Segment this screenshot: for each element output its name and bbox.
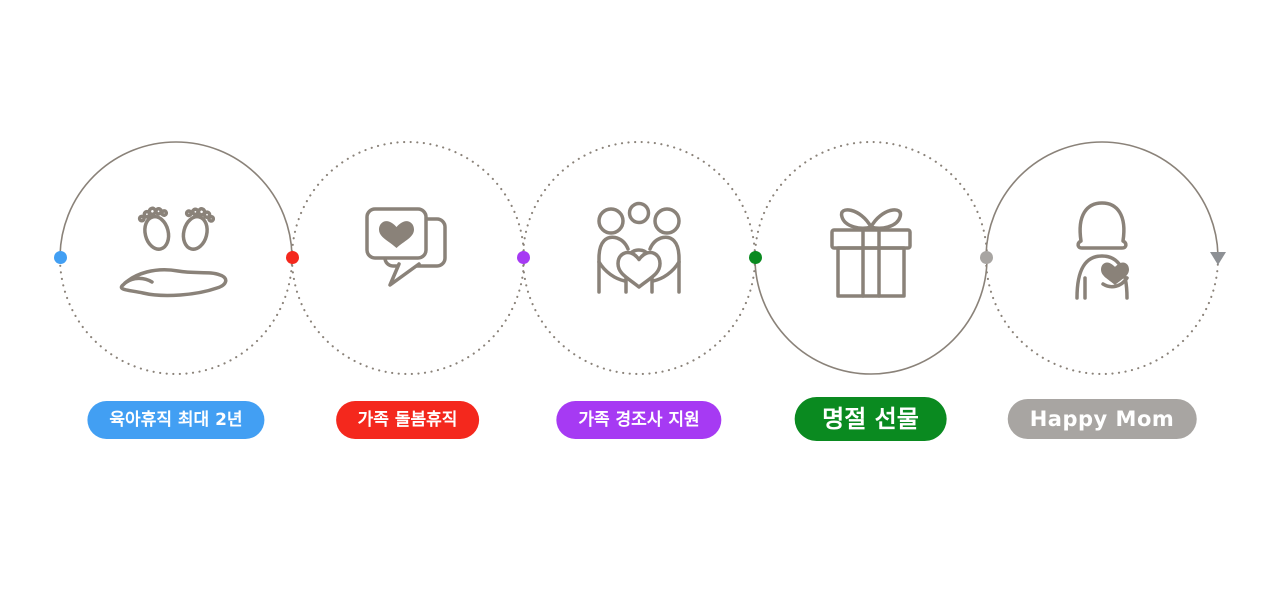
step-2-circle [290,141,525,375]
label-holiday-gift: 명절 선물 [794,397,947,441]
arrow-down-icon [1210,252,1226,265]
baby-feet-hand-icon [119,206,228,298]
connector-dot-4 [748,251,762,264]
connector-dot-5 [979,251,993,264]
connector-dot-2 [285,251,299,264]
step-3-circle [521,141,757,375]
mom-heart-icon [1075,201,1129,300]
connector-dot-3 [516,251,530,264]
connector-dot-1 [53,251,67,264]
label-family-events-support: 가족 경조사 지원 [556,401,722,439]
chat-heart-icon [364,207,447,287]
step-5-circle [984,141,1220,375]
label-happy-mom: Happy Mom [1007,399,1197,439]
family-heart-icon [597,201,681,294]
gift-icon [829,208,912,298]
label-parental-leave: 육아휴직 최대 2년 [87,401,265,439]
step-4-circle [753,141,988,375]
step-1-circle [58,141,294,375]
label-family-care-leave: 가족 돌봄휴직 [335,401,480,439]
